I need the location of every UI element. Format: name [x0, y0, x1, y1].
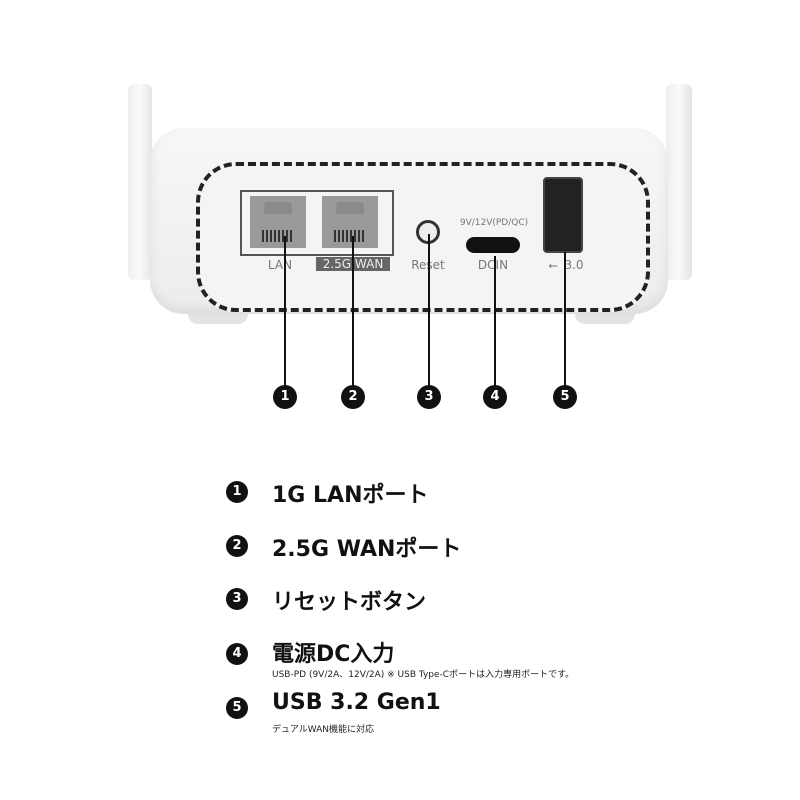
- callout-line-4: [494, 256, 496, 386]
- legend-title-3: リセットボタン: [272, 590, 427, 615]
- legend-num-5: 5: [226, 697, 248, 719]
- right-antenna: [666, 84, 692, 280]
- callout-1: 1: [273, 385, 297, 409]
- legend-num-1: 1: [226, 481, 248, 503]
- wan-port: [322, 196, 378, 248]
- usb-c-port: [466, 237, 520, 253]
- dc-spec-label: 9V/12V(PD/QC): [459, 218, 529, 228]
- legend-num-2: 2: [226, 535, 248, 557]
- callout-3: 3: [417, 385, 441, 409]
- callout-5: 5: [553, 385, 577, 409]
- reset-button: [416, 220, 440, 244]
- usb-label: 3.0: [564, 258, 584, 272]
- usb-symbol-icon: ⭠: [548, 258, 558, 272]
- lan-port: [250, 196, 306, 248]
- legend-sub-5: デュアルWAN機能に対応: [272, 725, 375, 735]
- callout-line-3: [428, 234, 430, 386]
- legend-num-4: 4: [226, 643, 248, 665]
- usb-a-port: [543, 177, 583, 253]
- callout-2: 2: [341, 385, 365, 409]
- legend-title-4: 電源DC入力: [272, 642, 395, 667]
- legend-num-3: 3: [226, 588, 248, 610]
- legend-title-1: 1G LANポート: [272, 483, 429, 508]
- lan-label: LAN: [267, 258, 293, 272]
- dcin-label: DCIN: [477, 258, 509, 272]
- callout-line-5: [564, 252, 566, 386]
- legend-title-2: 2.5G WANポート: [272, 537, 462, 562]
- callout-line-1: [284, 236, 286, 386]
- left-antenna: [128, 84, 152, 280]
- legend-sub-4: USB-PD (9V/2A、12V/2A) ※ USB Type-Cポートは入力…: [272, 670, 575, 680]
- ethernet-frame: [240, 190, 394, 256]
- callout-4: 4: [483, 385, 507, 409]
- legend-title-5: USB 3.2 Gen1: [272, 690, 441, 715]
- callout-line-2: [352, 236, 354, 386]
